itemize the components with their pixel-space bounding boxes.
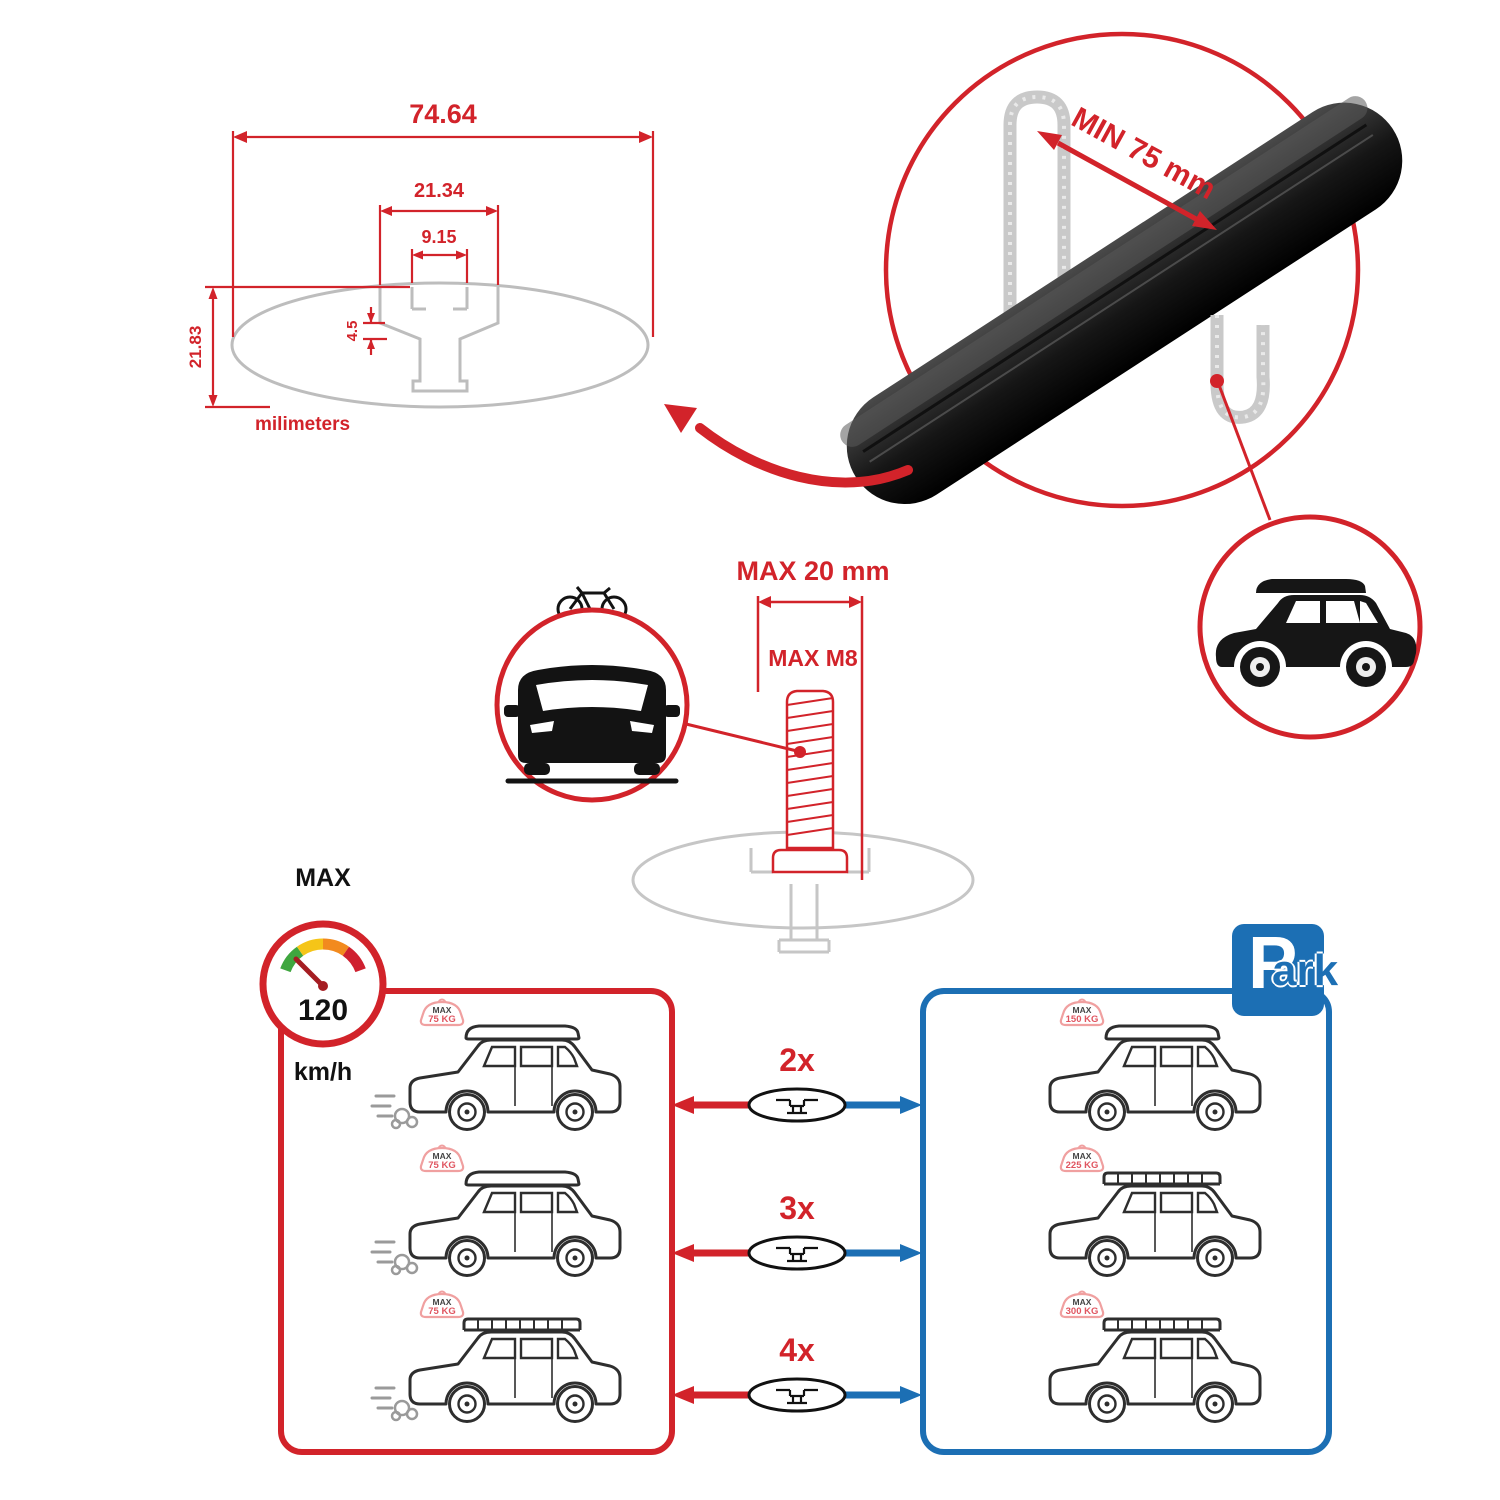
speed-limit-gauge: MAX 120 km/h	[259, 864, 387, 1086]
dim-unit-label: milimeters	[255, 414, 350, 435]
load-tag-value: 150 KG	[1066, 1014, 1099, 1025]
clamp-point-dot	[1210, 374, 1224, 388]
load-tag-max: MAX	[1073, 1151, 1092, 1161]
speed-value: 120	[298, 994, 348, 1027]
crossbar-cross-section-diagram: 74.64 21.34 9.15 4.5 21.83 milimeters	[186, 99, 655, 435]
car-left-row3: MAX 75 KG	[370, 1290, 622, 1423]
crossbar-3d	[840, 96, 1403, 505]
car-front-icon	[504, 665, 680, 784]
bolt-max-width-label: MAX 20 mm	[736, 556, 889, 586]
dim-total-width-label: 74.64	[409, 99, 477, 129]
t-bolt	[771, 689, 849, 874]
load-tag-value: 75 KG	[428, 1306, 455, 1317]
load-tag-max: MAX	[433, 1297, 452, 1307]
car-right-row2: MAX 225 KG	[1048, 1144, 1262, 1277]
dim-lip-depth-label: 4.5	[344, 321, 361, 342]
profile-ellipse	[230, 281, 650, 409]
crossbar-detail-circle: MIN 75 mm	[840, 31, 1403, 509]
park-sign: P	[1232, 921, 1324, 1016]
dim-profile-height-label: 21.83	[186, 326, 205, 369]
load-tag-value: 225 KG	[1066, 1160, 1099, 1171]
suv-with-roofbox	[1215, 579, 1417, 687]
speed-max-heading: MAX	[295, 864, 351, 892]
gauge-arc	[280, 938, 366, 973]
park-sign-suffix: ark	[1272, 946, 1339, 995]
load-tag-max: MAX	[1073, 1005, 1092, 1015]
gauge-pivot	[318, 981, 328, 991]
car-left-row2: MAX 75 KG	[370, 1144, 622, 1277]
bolt-dimension-arrowheads	[758, 596, 862, 608]
qty-label-row3: 4x	[779, 1332, 815, 1368]
dimension-lines	[205, 131, 655, 409]
bolt-diagram: MAX 20 mm MAX M8	[631, 556, 975, 954]
qty-label-row1: 2x	[779, 1042, 815, 1078]
dimension-arrowheads	[208, 131, 653, 407]
dim-slot-inner-label: 9.15	[421, 227, 456, 247]
car-right-row1: MAX 150 KG	[1048, 998, 1262, 1131]
gauge-needle	[293, 956, 326, 989]
load-tag-value: 75 KG	[428, 1014, 455, 1025]
slot-profile-lines	[749, 848, 871, 954]
speed-unit: km/h	[294, 1058, 352, 1086]
crossbar-quantity-connectors: 2x 3x 4x	[660, 1042, 935, 1455]
load-tag-max: MAX	[433, 1151, 452, 1161]
dim-slot-outer-label: 21.34	[414, 180, 465, 202]
bolt-size-label: MAX M8	[768, 645, 858, 671]
u-bolt-left	[1003, 90, 1071, 315]
suv-roofbox-circle	[1197, 514, 1423, 740]
load-tag-value: 75 KG	[428, 1160, 455, 1171]
min-span-arrow	[1037, 131, 1217, 230]
bike-car-circle	[494, 586, 690, 803]
load-tag-max: MAX	[1073, 1297, 1092, 1307]
car-right-row3: MAX 300 KG	[1048, 1290, 1262, 1423]
t-slot-profile	[378, 287, 500, 393]
car-left-row1: MAX 75 KG	[370, 998, 622, 1131]
load-tag-max: MAX	[433, 1005, 452, 1015]
park-sign-letter: P	[1248, 921, 1298, 1004]
qty-label-row2: 3x	[779, 1190, 815, 1226]
bolt-dimension-lines	[756, 596, 864, 880]
load-tag-value: 300 KG	[1066, 1306, 1099, 1317]
